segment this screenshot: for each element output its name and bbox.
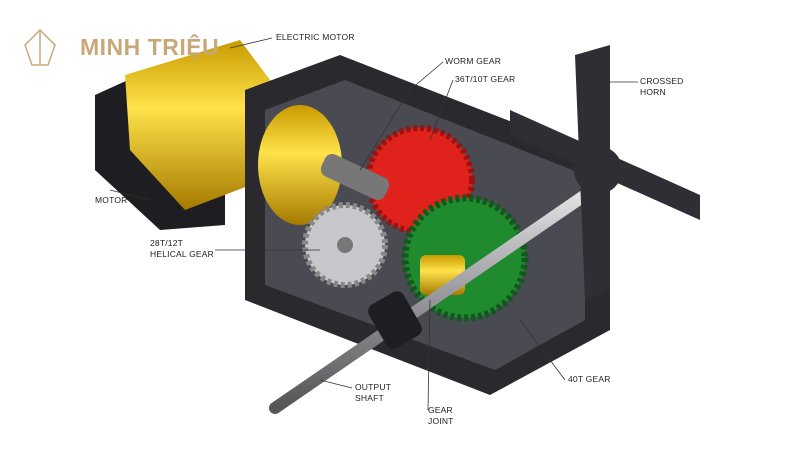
label-line: SHAFT [355, 393, 384, 403]
label-36t-10t-gear: 36T/10T GEAR [455, 74, 516, 84]
label-line: 28T/12T [150, 238, 184, 248]
output-shaft [269, 172, 616, 414]
leader-lines [109, 37, 638, 411]
label-line: HELICAL GEAR [150, 249, 214, 259]
label-worm-gear: WORM GEAR [445, 56, 502, 66]
label-line: CROSSED [640, 76, 684, 86]
logo: MINH TRIỆU [80, 34, 220, 60]
label-motor-stay: MOTOR STAY [95, 195, 152, 205]
crossed-horn [510, 45, 700, 300]
motor-end-disk [258, 105, 342, 225]
label-line: JOINT [428, 416, 454, 426]
label-electric-motor: ELECTRIC MOTOR [276, 32, 355, 42]
label-line: GEAR [428, 405, 453, 415]
label-40t-gear: 40T GEAR [568, 374, 611, 384]
label-line: OUTPUT [355, 382, 392, 392]
label-line: HORN [640, 87, 666, 97]
logo-crystal-icon [24, 28, 56, 66]
worm-gear [320, 153, 390, 201]
